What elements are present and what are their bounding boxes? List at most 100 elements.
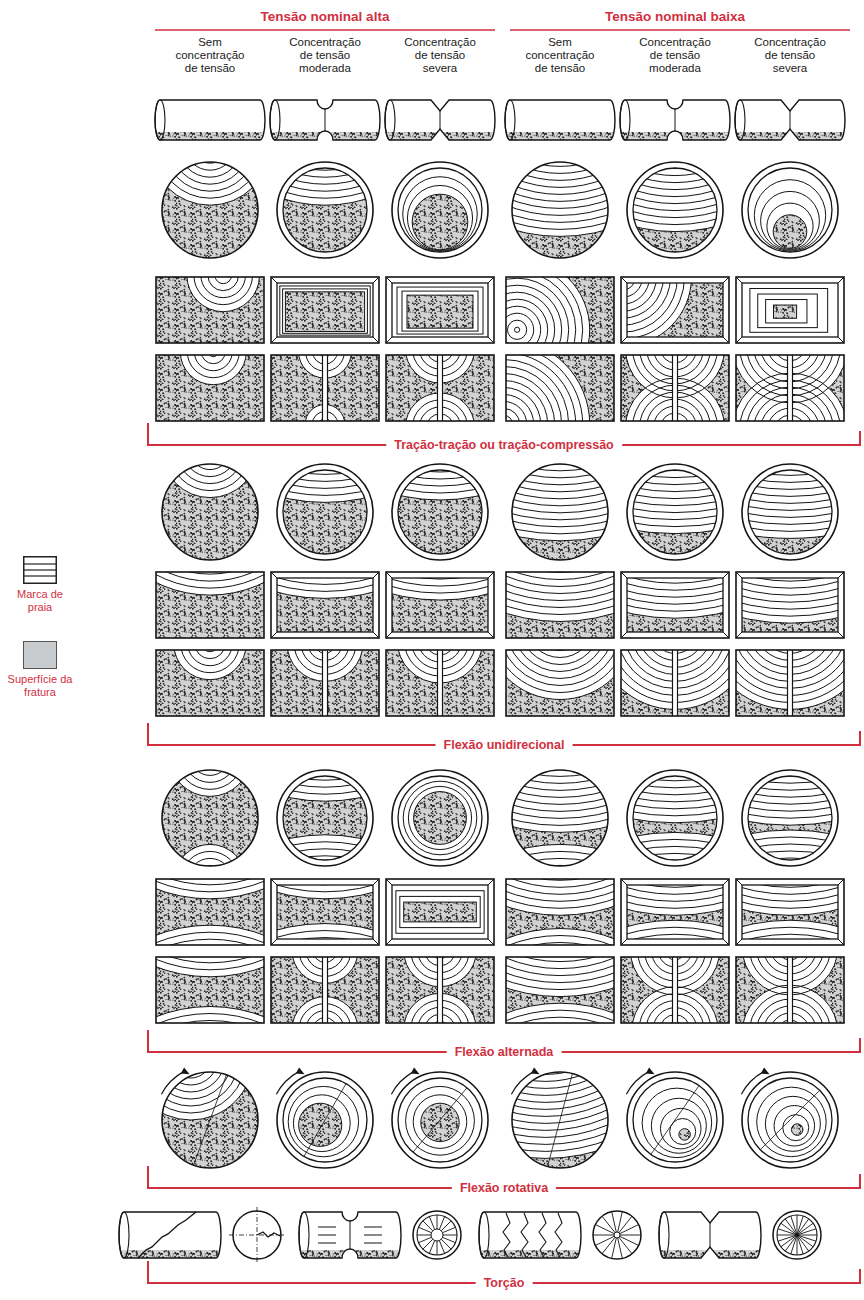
- beach-mark: [430, 190, 690, 450]
- final-fracture: [679, 1129, 691, 1141]
- beach-mark: [580, 62, 864, 483]
- round-section: [128, 995, 260, 1170]
- notch-corner: [373, 572, 379, 578]
- shaft-outline: [385, 100, 495, 140]
- beach-mark: [627, 578, 723, 611]
- round-section: [390, 160, 490, 260]
- beach-mark: [402, 291, 478, 331]
- beach-mark: [506, 277, 583, 343]
- beach-mark: [392, 578, 488, 593]
- rect-section: [269, 605, 381, 718]
- beach-mark: [758, 294, 818, 328]
- beach-mark: [460, 0, 661, 166]
- section-outline: [392, 1072, 488, 1168]
- section-outline: [742, 162, 838, 258]
- section-outline: [627, 464, 723, 560]
- groove-edge: [442, 355, 443, 421]
- beach-mark: [514, 417, 836, 739]
- beach-mark: [578, 366, 864, 790]
- notch-corner: [838, 939, 844, 945]
- section-label: Tração-tração ou tração-compressão: [386, 436, 622, 454]
- shaft-end: [505, 100, 515, 140]
- beach-mark: [742, 927, 838, 939]
- torsion-crack: [318, 1243, 336, 1244]
- beach-mark: [206, 507, 444, 745]
- rect-section: [734, 275, 846, 345]
- shaft-end: [620, 100, 630, 140]
- beach-mark: [171, 166, 480, 475]
- beach-mark: [156, 1014, 264, 1024]
- beach-mark: [783, 1115, 809, 1141]
- beach-mark: [440, 871, 651, 1082]
- beach-mark: [506, 879, 614, 901]
- section-outline: [386, 572, 494, 638]
- final-fracture: [407, 295, 473, 328]
- fatigue-zone: [390, 1070, 490, 1170]
- groove: [788, 355, 793, 421]
- beach-mark: [302, 182, 578, 458]
- beach-mark: [594, 76, 864, 469]
- notch-outline: [398, 168, 482, 252]
- rect-section: [619, 299, 731, 477]
- notch-outline: [742, 578, 838, 632]
- shaft-body: [299, 1212, 401, 1258]
- section-outline: [413, 1211, 461, 1259]
- radial-mark: [620, 1235, 641, 1236]
- beach-mark: [382, 448, 739, 805]
- notch-line: [790, 111, 791, 129]
- beach-mark: [403, 469, 718, 784]
- shaft-outline: [155, 100, 265, 140]
- groove-edge: [437, 650, 438, 716]
- rotation-arrowhead: [646, 1067, 655, 1074]
- section-outline: [392, 770, 488, 866]
- beach-mark: [557, 345, 864, 811]
- beach-mark: [445, 511, 676, 742]
- section-outline: [512, 162, 608, 258]
- shaft-body: [505, 100, 615, 140]
- notch-outline: [748, 776, 832, 860]
- beach-mark: [330, 210, 550, 430]
- notch-outline: [277, 283, 373, 337]
- fatigue-zone: [275, 1070, 375, 1170]
- beach-mark: [601, 83, 864, 462]
- beach-mark: [201, 355, 225, 364]
- beach-mark: [455, 52, 864, 491]
- center-dot: [795, 1233, 799, 1237]
- fatigue-zone: [156, 957, 264, 977]
- round-section: [524, 6, 864, 562]
- beach-mark: [156, 1007, 264, 1024]
- radial-mark: [595, 1236, 614, 1245]
- groove-edge: [672, 957, 673, 1023]
- notch-corner: [488, 337, 494, 343]
- beach-mark: [156, 957, 264, 977]
- beach-mark: [627, 578, 723, 604]
- torsion-crack: [539, 1213, 546, 1257]
- groove: [438, 957, 443, 1023]
- notch-corner: [488, 879, 494, 885]
- beach-mark: [506, 306, 541, 343]
- groove-edge: [792, 355, 793, 421]
- beach-mark: [506, 957, 614, 976]
- beach-mark: [465, 368, 864, 788]
- section-outline: [621, 957, 729, 1023]
- beach-mark: [564, 352, 864, 804]
- notch-corner: [736, 572, 742, 578]
- beach-mark: [430, 333, 864, 823]
- final-fracture: [285, 292, 364, 332]
- notch-corner: [271, 939, 277, 945]
- radial-mark: [619, 1216, 632, 1233]
- shaft-outline: [505, 100, 615, 140]
- shaft-view: [619, 100, 731, 141]
- notch-outline: [283, 470, 367, 554]
- beach-mark: [571, 359, 864, 797]
- beach-mark: [506, 277, 576, 343]
- beach-mark: [323, 203, 557, 437]
- beach-mark: [414, 792, 467, 845]
- beach-mark: [627, 283, 650, 304]
- beach-mark: [506, 650, 614, 699]
- shaft-end: [119, 1212, 129, 1258]
- beach-mark: [627, 578, 723, 590]
- notch-outline: [742, 283, 838, 337]
- rect-section: [732, 287, 848, 488]
- section-outline: [736, 957, 844, 1023]
